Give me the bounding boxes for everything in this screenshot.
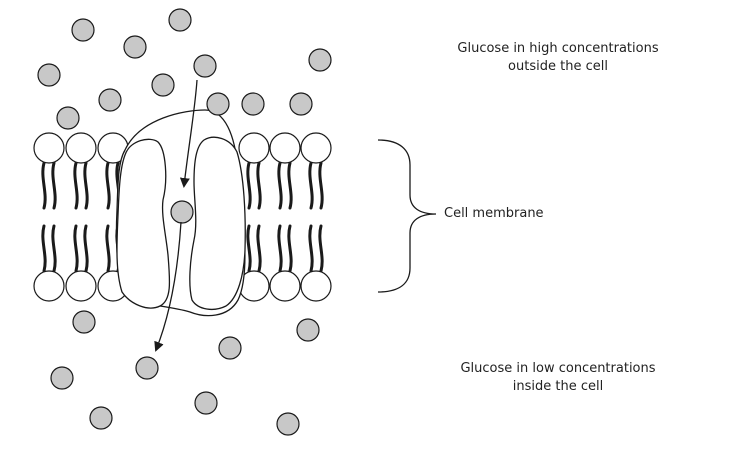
glucose-molecule: [296, 318, 320, 342]
phospholipid-head: [300, 132, 332, 164]
protein-left-subunit: [116, 138, 171, 309]
glucose-molecule: [170, 200, 194, 224]
membrane-label-text: Cell membrane: [444, 206, 544, 221]
phospholipid-tail: [83, 161, 89, 210]
cell-membrane-label: Cell membrane: [444, 205, 584, 223]
glucose-molecule: [206, 92, 230, 116]
entry-arrow: [179, 79, 198, 188]
glucose-molecule: [168, 8, 192, 32]
exit-arrow: [154, 221, 182, 352]
glucose-molecule: [72, 310, 96, 334]
glucose-molecule: [89, 406, 113, 430]
phospholipid-head: [269, 132, 301, 164]
phospholipid-tail: [105, 224, 111, 273]
phospholipid-tail: [51, 161, 57, 210]
glucose-molecule: [308, 48, 332, 72]
glucose-molecules: [37, 8, 332, 436]
phospholipid-tail: [277, 161, 283, 210]
glucose-molecule: [98, 88, 122, 112]
phospholipid-head: [33, 270, 65, 302]
phospholipid-tail: [256, 224, 262, 273]
phospholipid-head: [33, 132, 65, 164]
phospholipid-tail: [105, 161, 111, 210]
phospholipid-head: [238, 132, 270, 164]
phospholipid-tail: [73, 224, 79, 273]
glucose-molecule: [241, 92, 265, 116]
glucose-molecule: [218, 336, 242, 360]
phospholipid-tail: [287, 161, 293, 210]
phospholipid-tail: [41, 224, 47, 273]
glucose-molecule: [123, 35, 147, 59]
phospholipid-tail: [246, 161, 252, 210]
phospholipid-tail: [287, 224, 293, 273]
phospholipid-tail: [308, 161, 314, 210]
phospholipid-tail: [246, 224, 252, 273]
phospholipid-tail: [73, 161, 79, 210]
phospholipid-head: [300, 270, 332, 302]
phospholipid-heads: [33, 132, 332, 302]
glucose-molecule: [50, 366, 74, 390]
outside-cell-label: Glucose in high concentrations outside t…: [420, 40, 696, 76]
phospholipid-head: [65, 270, 97, 302]
phospholipid-head: [269, 270, 301, 302]
glucose-molecule: [37, 63, 61, 87]
glucose-molecule: [289, 92, 313, 116]
membrane-brace: [377, 139, 437, 293]
phospholipid-tail: [83, 224, 89, 273]
glucose-molecule: [194, 391, 218, 415]
phospholipid-tail: [318, 224, 324, 273]
glucose-molecule: [151, 73, 175, 97]
phospholipid-tail: [256, 161, 262, 210]
phospholipid-tail: [41, 161, 47, 210]
outside-label-line-2: outside the cell: [508, 59, 608, 74]
phospholipid-head: [65, 132, 97, 164]
phospholipid-tail: [318, 161, 324, 210]
inside-label-line-1: Glucose in low concentrations: [460, 361, 656, 376]
glucose-molecule: [56, 106, 80, 130]
glucose-molecule: [276, 412, 300, 436]
glucose-molecule: [71, 18, 95, 42]
protein-right-subunit: [189, 136, 246, 311]
glucose-molecule: [193, 54, 217, 78]
outside-label-line-1: Glucose in high concentrations: [457, 41, 659, 56]
inside-label-line-2: inside the cell: [512, 379, 604, 394]
inside-cell-label: Glucose in low concentrations inside the…: [420, 360, 696, 396]
phospholipid-tail: [308, 224, 314, 273]
phospholipid-tail: [277, 224, 283, 273]
phospholipid-tail: [51, 224, 57, 273]
glucose-molecule: [135, 356, 159, 380]
